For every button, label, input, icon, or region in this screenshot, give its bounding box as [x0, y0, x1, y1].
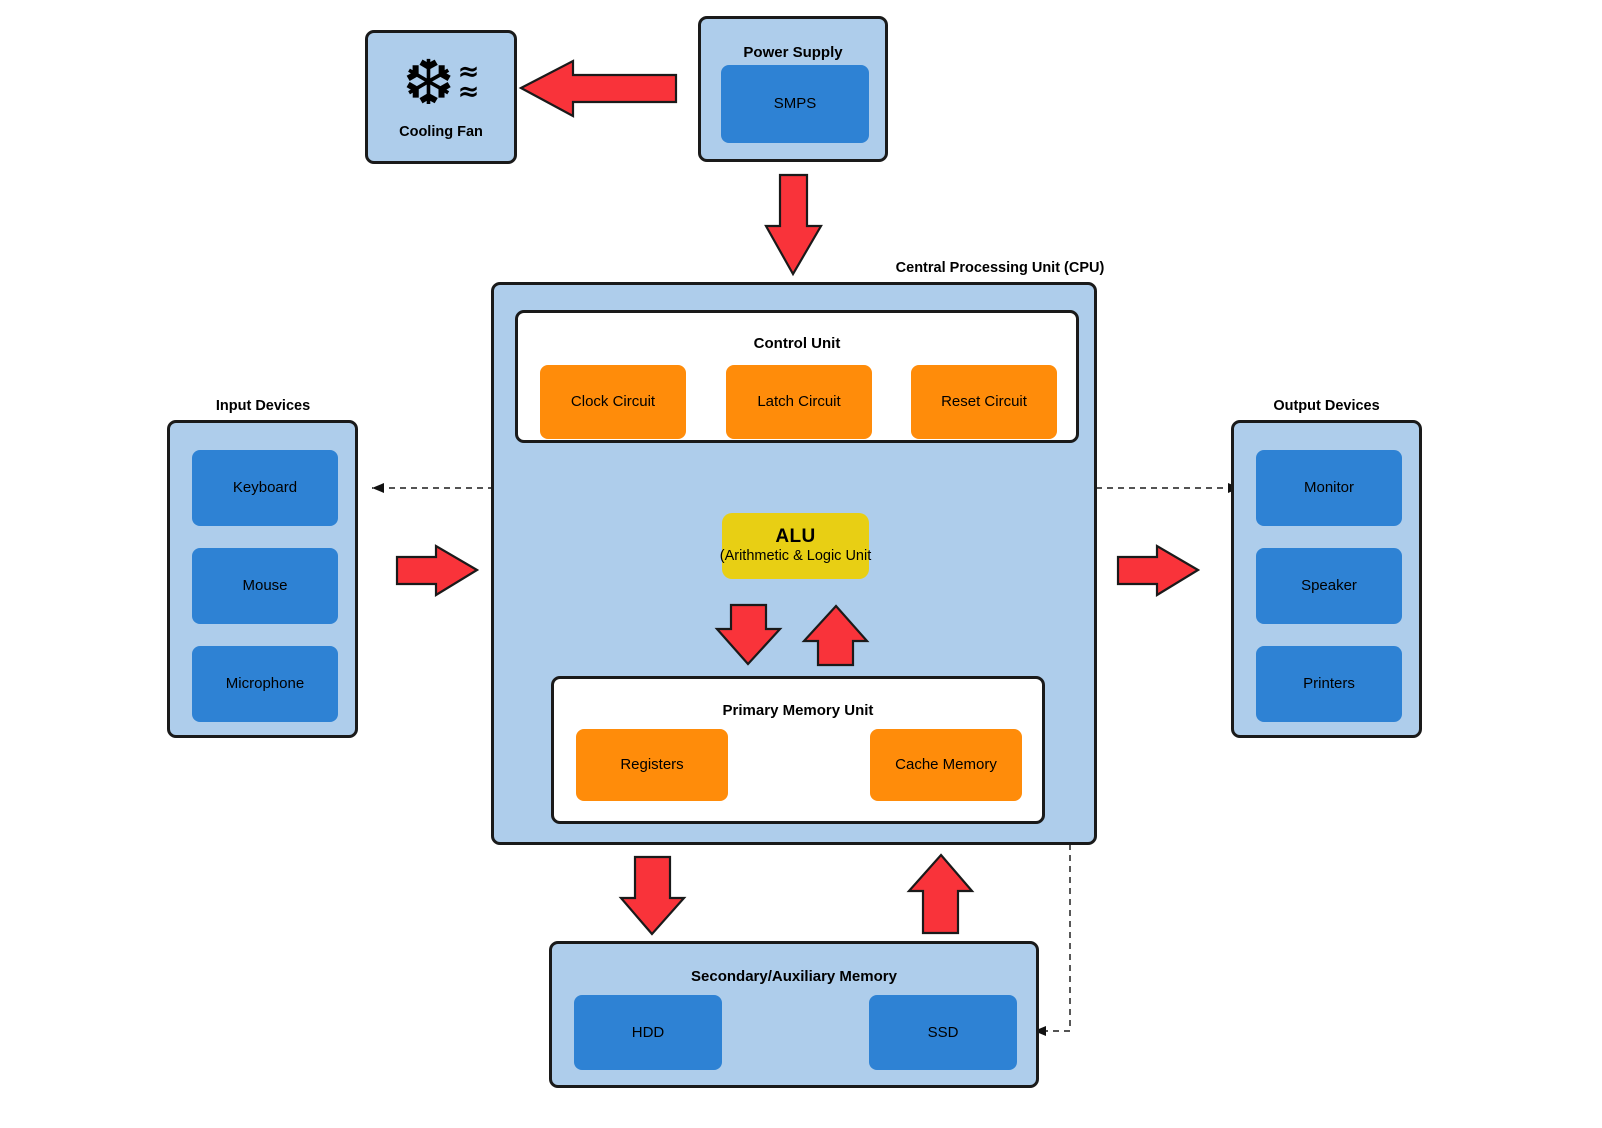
input-device-item-microphone[interactable]: Microphone — [192, 646, 338, 722]
alu-block[interactable]: ALU (Arithmetic & Logic Unit — [719, 513, 872, 579]
primary-memory-panel[interactable]: Primary Memory Unit Registers Cache Memo… — [551, 676, 1045, 824]
output-devices-title: Output Devices — [1273, 398, 1380, 414]
output-devices-group[interactable]: Monitor Speaker Printers — [1231, 420, 1422, 738]
control-unit-item-clock-circuit[interactable]: Clock Circuit — [540, 365, 686, 439]
arrow-cpu-to-output-devices — [1116, 544, 1201, 597]
arrow-secondary-memory-to-cpu — [906, 853, 975, 935]
alu-title: ALU — [775, 526, 816, 548]
secondary-memory-item-ssd[interactable]: SSD — [869, 995, 1017, 1070]
primary-memory-item-registers[interactable]: Registers — [576, 729, 728, 801]
input-device-item-keyboard[interactable]: Keyboard — [192, 450, 338, 526]
control-unit-item-reset-circuit[interactable]: Reset Circuit — [911, 365, 1057, 439]
output-device-item-monitor[interactable]: Monitor — [1256, 450, 1402, 526]
control-unit-title: Control Unit — [753, 335, 841, 352]
arrow-cpu-to-secondary-memory — [618, 855, 687, 936]
power-supply-title: Power Supply — [743, 44, 843, 61]
secondary-memory-item-hdd[interactable]: HDD — [574, 995, 722, 1070]
arrow-power-supply-to-cpu — [764, 173, 823, 277]
primary-memory-item-cache-memory[interactable]: Cache Memory — [870, 729, 1022, 801]
alu-subtitle: (Arithmetic & Logic Unit — [719, 547, 872, 564]
cpu-title: Central Processing Unit (CPU) — [895, 260, 1105, 276]
output-device-item-printers[interactable]: Printers — [1256, 646, 1402, 722]
cooling-fan-icon-wrap: ❆ ≈ ≈ — [375, 48, 507, 118]
input-devices-title: Input Devices — [215, 398, 311, 414]
cooling-fan-group[interactable] — [365, 30, 517, 164]
arrow-input-devices-to-cpu — [395, 544, 480, 597]
air-wave-icon: ≈ ≈ — [457, 57, 480, 107]
secondary-memory-title: Secondary/Auxiliary Memory — [691, 968, 897, 985]
secondary-memory-group[interactable]: Secondary/Auxiliary Memory HDD SSD — [549, 941, 1039, 1088]
primary-memory-title: Primary Memory Unit — [722, 702, 874, 719]
output-device-item-speaker[interactable]: Speaker — [1256, 548, 1402, 624]
arrow-power-supply-to-cooling-fan — [518, 59, 678, 118]
control-unit-item-latch-circuit[interactable]: Latch Circuit — [726, 365, 872, 439]
control-unit-panel[interactable]: Control Unit Clock Circuit Latch Circuit… — [515, 310, 1079, 443]
power-supply-item-smps[interactable]: SMPS — [721, 65, 869, 143]
cooling-fan-label: Cooling Fan — [399, 124, 483, 140]
snowflake-icon: ❆ — [402, 46, 455, 119]
power-supply-group[interactable]: Power Supply SMPS — [698, 16, 888, 162]
input-device-item-mouse[interactable]: Mouse — [192, 548, 338, 624]
cpu-group[interactable]: Control Unit Clock Circuit Latch Circuit… — [491, 282, 1097, 845]
input-devices-group[interactable]: Keyboard Mouse Microphone — [167, 420, 358, 738]
